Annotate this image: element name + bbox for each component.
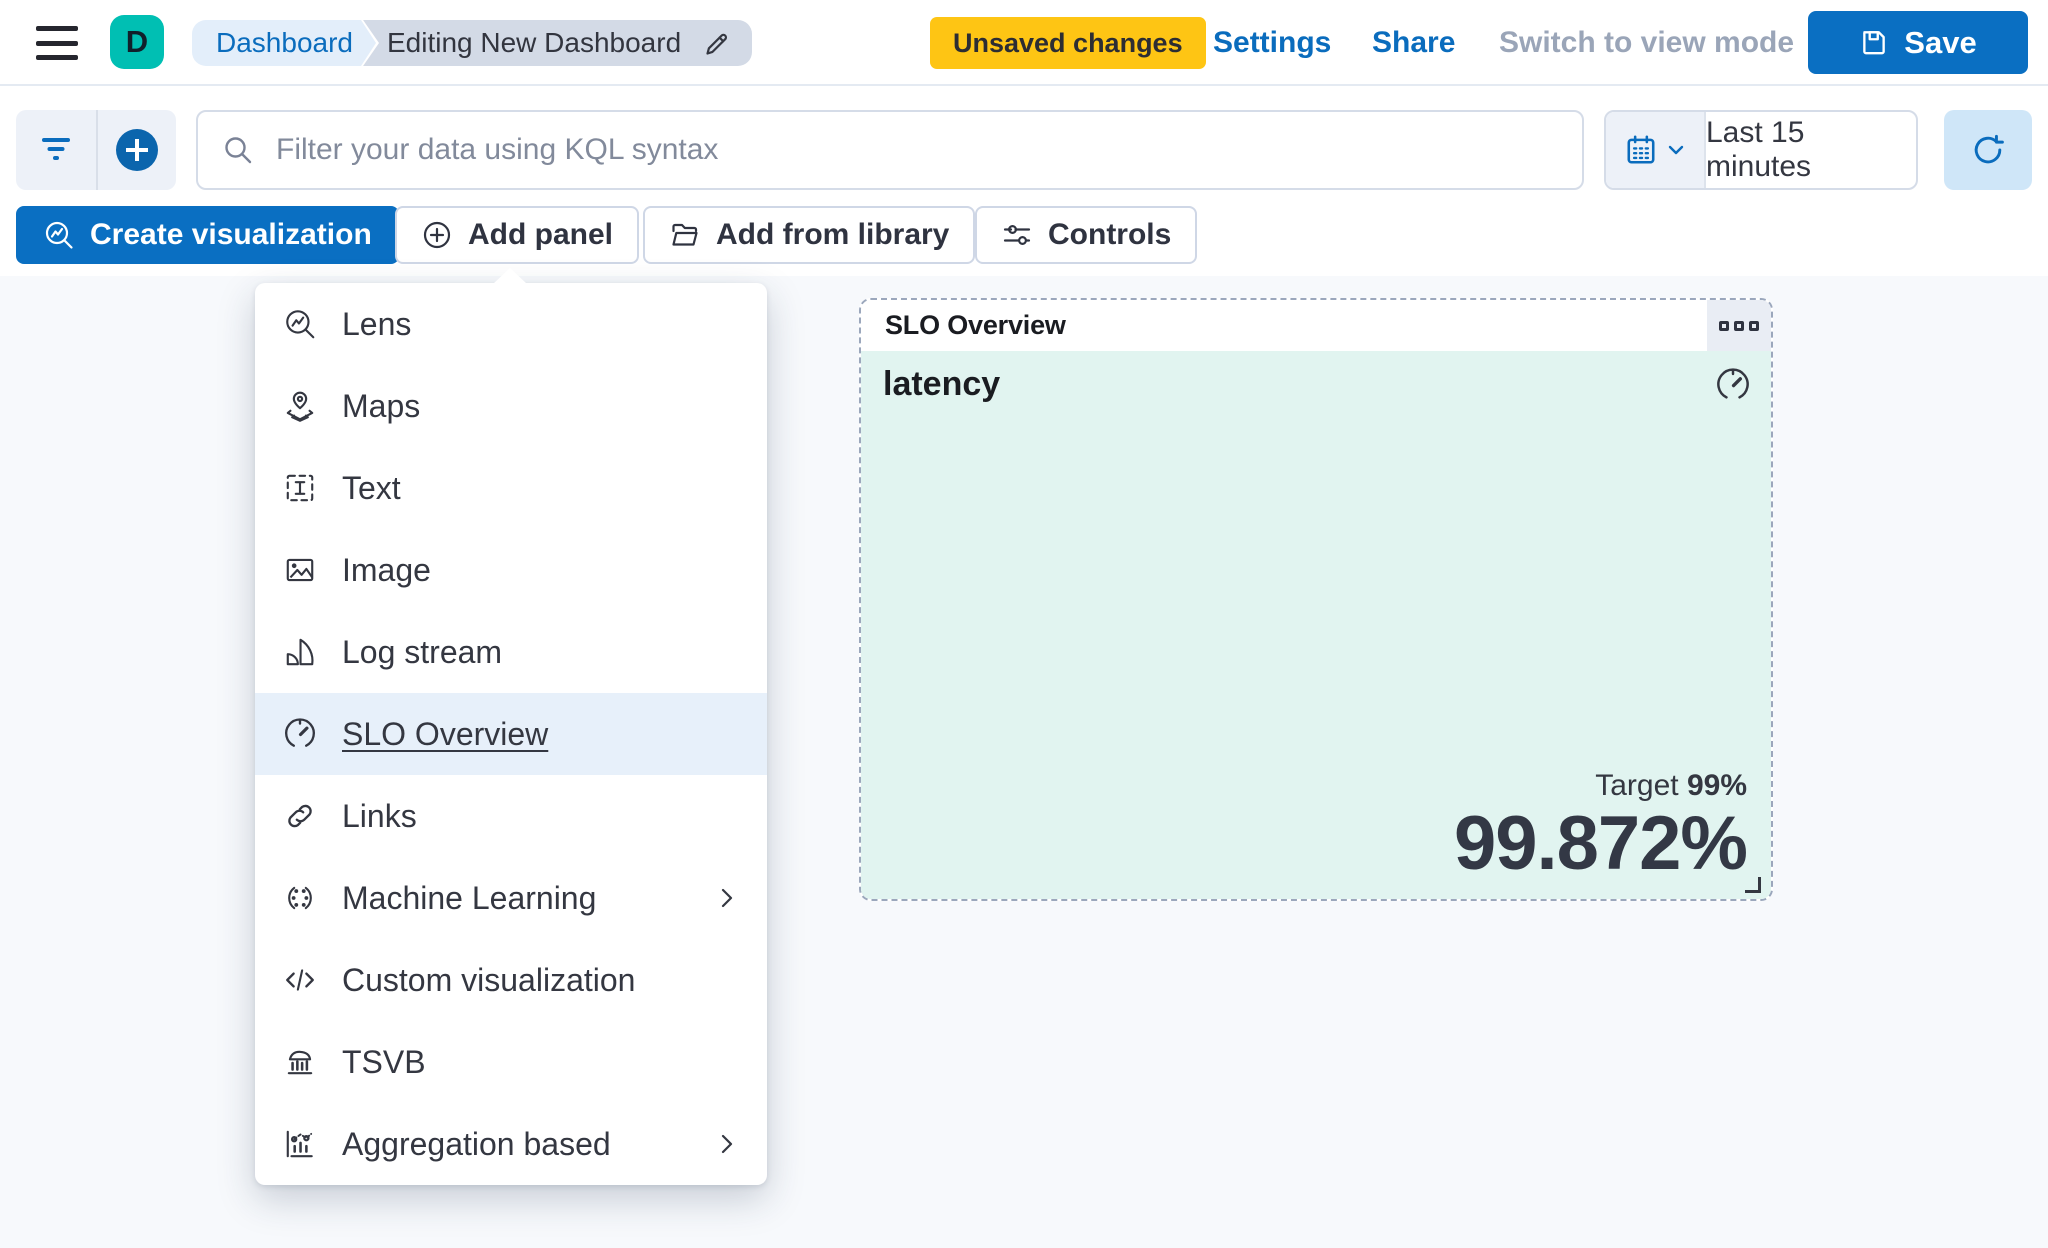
time-picker: Last 15 minutes bbox=[1604, 110, 1918, 190]
menu-item-custom-visualization[interactable]: Custom visualization bbox=[255, 939, 767, 1021]
menu-item-links[interactable]: Links bbox=[255, 775, 767, 857]
breadcrumb-label: Dashboard bbox=[216, 27, 353, 58]
hamburger-menu-icon[interactable] bbox=[36, 26, 78, 60]
calendar-icon bbox=[1627, 135, 1655, 164]
refresh-icon bbox=[1974, 134, 2004, 164]
filter-controls-group bbox=[16, 110, 176, 190]
settings-link[interactable]: Settings bbox=[1213, 26, 1332, 59]
create-visualization-button[interactable]: Create visualization bbox=[16, 206, 399, 264]
menu-item-label: Image bbox=[342, 551, 431, 588]
top-header: D Dashboard Editing New Dashboard Unsave… bbox=[0, 0, 2048, 86]
search-input[interactable] bbox=[276, 133, 1558, 167]
add-filter-button[interactable] bbox=[96, 110, 176, 190]
kql-search-box[interactable] bbox=[196, 110, 1584, 190]
pencil-icon bbox=[706, 33, 728, 55]
image-icon bbox=[286, 558, 314, 582]
menu-item-label: Custom visualization bbox=[342, 961, 636, 998]
menu-item-slo-overview[interactable]: SLO Overview bbox=[255, 693, 767, 775]
gauge-icon bbox=[285, 718, 315, 747]
menu-item-label: Text bbox=[342, 469, 401, 506]
panel-header: SLO Overview bbox=[861, 300, 1771, 351]
tsvb-icon bbox=[287, 1050, 313, 1075]
menu-item-maps[interactable]: Maps bbox=[255, 365, 767, 447]
switch-to-view-mode-link[interactable]: Switch to view mode bbox=[1499, 26, 1795, 59]
lens-icon bbox=[45, 221, 73, 249]
time-range-button[interactable]: Last 15 minutes bbox=[1706, 112, 1916, 188]
refresh-button[interactable] bbox=[1944, 110, 2032, 190]
add-panel-menu: Lens Maps Text Image bbox=[255, 268, 767, 1185]
target-value: 99% bbox=[1686, 768, 1747, 802]
menu-item-label: Log stream bbox=[342, 633, 503, 670]
target-label: Target bbox=[1595, 768, 1679, 802]
query-bar: Last 15 minutes bbox=[0, 88, 2048, 196]
dashboard-toolbar: Create visualization Add panel Add from … bbox=[0, 196, 2048, 276]
lens-icon bbox=[286, 310, 315, 339]
menu-item-machine-learning[interactable]: Machine Learning bbox=[255, 857, 767, 939]
date-picker-button[interactable] bbox=[1606, 112, 1706, 188]
space-avatar[interactable]: D bbox=[110, 15, 164, 69]
plus-circle-icon bbox=[116, 129, 158, 171]
menu-item-label: Lens bbox=[342, 305, 412, 342]
create-visualization-label: Create visualization bbox=[90, 218, 372, 251]
menu-item-aggregation-based[interactable]: Aggregation based bbox=[255, 1103, 767, 1185]
slo-metric-name: latency bbox=[883, 365, 1001, 403]
breadcrumb-label: Editing New Dashboard bbox=[386, 27, 682, 58]
plus-in-circle-icon bbox=[423, 221, 451, 249]
gauge-icon bbox=[1717, 368, 1749, 399]
share-link[interactable]: Share bbox=[1372, 26, 1456, 59]
controls-button[interactable]: Controls bbox=[975, 206, 1198, 264]
menu-item-image[interactable]: Image bbox=[255, 529, 767, 611]
menu-item-label: Maps bbox=[342, 387, 421, 424]
save-button-label: Save bbox=[1904, 24, 1977, 60]
filter-icon bbox=[42, 138, 70, 162]
log-stream-icon bbox=[286, 638, 314, 666]
breadcrumb-dashboard[interactable]: Dashboard bbox=[192, 17, 379, 69]
menu-item-label: Links bbox=[342, 797, 417, 834]
add-panel-button[interactable]: Add panel bbox=[395, 206, 640, 264]
filters-button[interactable] bbox=[16, 110, 96, 190]
chevron-right-icon bbox=[715, 886, 739, 910]
panel-resize-handle[interactable] bbox=[1745, 877, 1761, 893]
maps-icon bbox=[286, 391, 314, 422]
menu-item-label: Aggregation based bbox=[342, 1125, 611, 1162]
slo-overview-panel[interactable]: SLO Overview latency Target 99% 99.872% bbox=[859, 298, 1773, 901]
chevron-down-icon bbox=[1668, 145, 1684, 155]
menu-item-text[interactable]: Text bbox=[255, 447, 767, 529]
link-icon bbox=[288, 804, 312, 828]
popover-arrow bbox=[493, 268, 527, 284]
add-panel-label: Add panel bbox=[468, 218, 614, 251]
add-from-library-label: Add from library bbox=[716, 218, 950, 251]
aggregation-icon bbox=[286, 1130, 313, 1158]
code-icon bbox=[286, 969, 314, 991]
menu-item-label: Machine Learning bbox=[342, 879, 597, 916]
time-range-label: Last 15 minutes bbox=[1706, 116, 1812, 183]
machine-learning-icon bbox=[288, 886, 312, 910]
menu-item-label: TSVB bbox=[342, 1043, 426, 1080]
breadcrumb: Dashboard Editing New Dashboard bbox=[192, 17, 753, 69]
folder-icon bbox=[672, 223, 698, 246]
slo-metric-block: Target 99% 99.872% bbox=[1453, 769, 1748, 886]
menu-item-lens[interactable]: Lens bbox=[255, 283, 767, 365]
add-from-library-button[interactable]: Add from library bbox=[643, 206, 976, 264]
slo-value: 99.872% bbox=[1453, 800, 1748, 886]
sliders-icon bbox=[1003, 224, 1031, 246]
menu-item-tsvb[interactable]: TSVB bbox=[255, 1021, 767, 1103]
boxes-horizontal-icon bbox=[1719, 320, 1729, 331]
menu-item-label: SLO Overview bbox=[342, 715, 549, 752]
save-button[interactable]: Save bbox=[1808, 11, 2028, 74]
controls-label: Controls bbox=[1048, 218, 1172, 251]
breadcrumb-current-page[interactable]: Editing New Dashboard bbox=[346, 20, 753, 66]
menu-item-log-stream[interactable]: Log stream bbox=[255, 611, 767, 693]
slo-target: Target 99% bbox=[1454, 769, 1747, 803]
dashboard-canvas: Lens Maps Text Image bbox=[0, 268, 2048, 1248]
unsaved-changes-badge: Unsaved changes bbox=[930, 17, 1206, 69]
panel-options-button[interactable] bbox=[1707, 300, 1771, 351]
panel-body: latency Target 99% 99.872% bbox=[861, 351, 1771, 899]
text-icon bbox=[286, 474, 314, 502]
panel-title: SLO Overview bbox=[885, 310, 1066, 340]
chevron-right-icon bbox=[715, 1132, 739, 1156]
save-icon bbox=[1863, 30, 1886, 54]
search-icon bbox=[225, 137, 252, 164]
